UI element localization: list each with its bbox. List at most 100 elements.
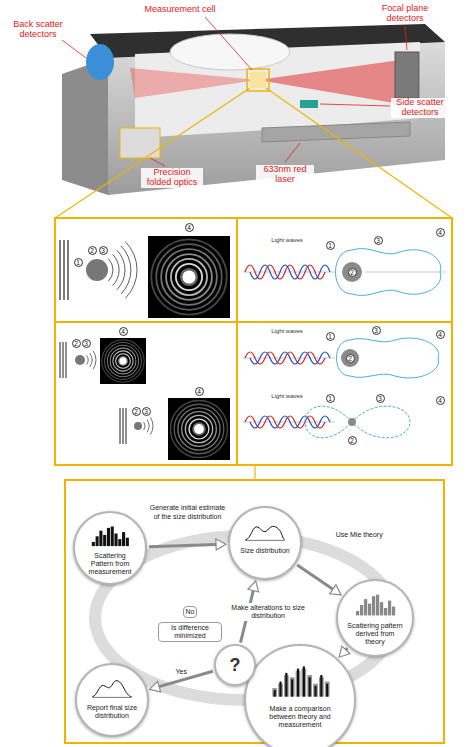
illustration-part [59, 240, 60, 300]
illustration-part [93, 351, 96, 369]
illustration-part [63, 240, 64, 300]
illustration-part [250, 265, 330, 279]
arrow-shaft [297, 565, 333, 590]
callout-number: 4 [436, 330, 445, 339]
callout-number: 3 [372, 326, 381, 335]
part-label: 633nm red laser [256, 165, 314, 185]
illustration-part [100, 338, 146, 384]
illustration-part [55, 321, 452, 323]
illustration-part [348, 418, 356, 426]
illustration-part [250, 416, 330, 428]
illustration-part [247, 69, 269, 91]
illustration-part [125, 242, 137, 299]
node-text: Size distribution [238, 547, 291, 555]
illustration-part [243, 422, 335, 423]
callout-number: 4 [185, 223, 194, 232]
mini-chart [268, 661, 333, 700]
illustration-part [60, 342, 61, 378]
illustration-part [123, 408, 124, 444]
callout-number: 3 [99, 246, 108, 255]
illustration-part [336, 249, 441, 296]
part-label: Side scatter detectors [391, 98, 449, 118]
illustration-part [117, 250, 125, 290]
edge-label: Yes [174, 667, 187, 677]
illustration-part [170, 34, 290, 70]
illustration-part [60, 342, 66, 378]
illustration-part [342, 262, 362, 282]
illustration-part [62, 40, 86, 58]
node-text: Make a comparison between theory and mea… [259, 705, 341, 729]
arrow-head [330, 585, 341, 595]
node-text: Report final size distribution [85, 704, 138, 720]
illustration-part [405, 26, 407, 50]
flow-arrow [339, 646, 350, 657]
illustration-part [150, 417, 153, 434]
illustration-part [75, 355, 85, 365]
callout-number: 4 [119, 327, 128, 336]
part-label: Measurement cell [134, 5, 226, 15]
illustration-part [168, 398, 230, 460]
illustration-part [266, 88, 452, 218]
illustration-part [243, 272, 335, 273]
flow-arrow [297, 565, 341, 595]
edge-label: Use Mie theory [333, 530, 385, 540]
illustration-part [150, 158, 165, 166]
illustration-part [254, 465, 255, 480]
callout-number: 1 [326, 241, 335, 250]
edge-label: Generate initial estimate of the size di… [147, 503, 229, 521]
part-label: Precision folded optics [141, 168, 203, 188]
callout-number: 3 [142, 407, 151, 416]
illustration-part [63, 342, 64, 378]
illustration-part [341, 349, 359, 367]
axis-label: Light waves [270, 237, 304, 243]
arrow-shaft [149, 545, 217, 547]
callout-number: 2 [348, 436, 357, 445]
mini-chart [89, 523, 131, 548]
mini-chart [244, 518, 286, 543]
callout-number: 4 [195, 387, 204, 396]
illustration-part [55, 88, 250, 218]
illustration-part [243, 358, 335, 359]
illustration-part [250, 72, 266, 88]
illustration-part [90, 353, 92, 367]
leader-lines [62, 17, 407, 166]
illustration-part [86, 259, 108, 281]
callout-number: 3 [374, 236, 383, 245]
speech-bubble: Is difference minimized [158, 622, 222, 642]
axis-label: Light waves [270, 328, 304, 334]
mini-chart [353, 591, 397, 618]
callout-number: 4 [436, 228, 445, 237]
illustration-part [66, 342, 67, 378]
panel-frame [55, 218, 452, 743]
process-circle: Make a comparison between theory and mea… [244, 644, 356, 747]
decision-text: ? [216, 655, 254, 676]
arrow-head [216, 539, 226, 550]
callout-number: 1 [74, 258, 83, 267]
illustration-part [113, 254, 119, 285]
illustration-part [147, 420, 149, 433]
illustration-part [130, 68, 258, 98]
process-circle: Report final size distribution [75, 663, 149, 737]
illustration-part [134, 422, 142, 430]
illustration-part [395, 52, 419, 98]
illustration-part [121, 246, 131, 294]
zoom-lines [55, 88, 452, 480]
illustration-part [337, 338, 439, 378]
callout-number: 2 [348, 268, 357, 277]
illustration-part [120, 408, 121, 444]
mie-panel [243, 249, 446, 438]
callout-number: 2 [72, 339, 81, 348]
arrow-head [150, 681, 161, 692]
illustration-part [300, 100, 318, 108]
arrow-head [339, 646, 350, 657]
illustration-part [148, 236, 230, 318]
illustration-part [144, 422, 145, 430]
flow-arrow [149, 539, 226, 550]
illustration-part [108, 242, 137, 299]
speech-bubble: No [183, 606, 198, 618]
mini-chart [91, 675, 133, 700]
illustration-part [67, 240, 68, 300]
illustration-part [87, 355, 88, 364]
illustration-part [126, 408, 127, 444]
illustration-part [120, 408, 126, 444]
